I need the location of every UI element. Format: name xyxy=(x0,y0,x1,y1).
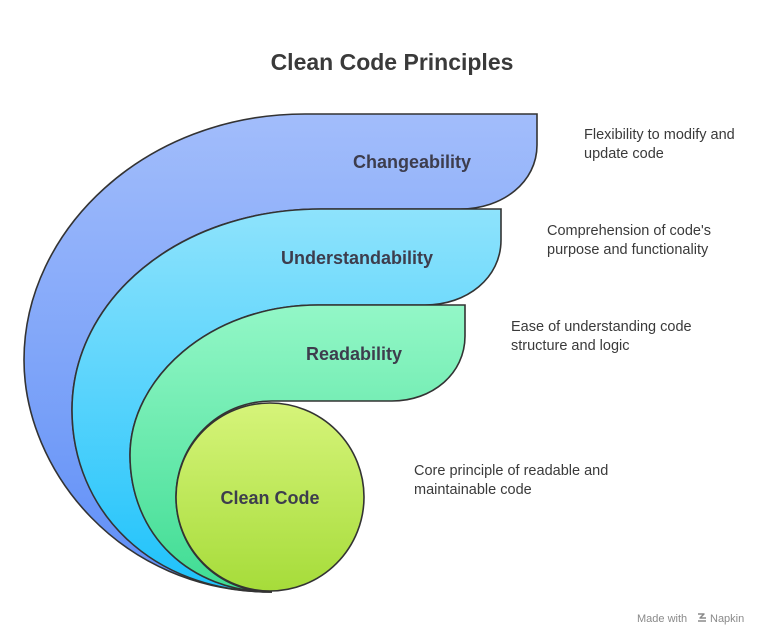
clean-code-description: Core principle of readable and maintaina… xyxy=(414,463,608,498)
changeability-description: Flexibility to modify and update code xyxy=(584,127,735,162)
description-line: Comprehension of code's xyxy=(547,223,711,239)
made-with-text: Made with xyxy=(637,613,687,625)
description-line: Flexibility to modify and xyxy=(584,127,735,143)
description-line: update code xyxy=(584,146,664,162)
readability-label: Readability xyxy=(306,344,402,364)
clean-code-label: Clean Code xyxy=(220,488,319,508)
napkin-brand-text[interactable]: Napkin xyxy=(710,613,744,625)
napkin-footer[interactable]: Made with Napkin xyxy=(637,613,744,625)
changeability-label: Changeability xyxy=(353,152,471,172)
description-line: purpose and functionality xyxy=(547,242,709,258)
description-line: Core principle of readable and xyxy=(414,463,608,479)
understandability-label: Understandability xyxy=(281,248,433,268)
napkin-logo-icon xyxy=(698,613,706,622)
understandability-description: Comprehension of code's purpose and func… xyxy=(547,223,711,258)
readability-description: Ease of understanding code structure and… xyxy=(511,319,692,354)
description-line: structure and logic xyxy=(511,338,629,354)
description-line: Ease of understanding code xyxy=(511,319,692,335)
page-title: Clean Code Principles xyxy=(271,49,514,75)
clean-code-circle xyxy=(175,402,365,592)
description-line: maintainable code xyxy=(414,482,532,498)
